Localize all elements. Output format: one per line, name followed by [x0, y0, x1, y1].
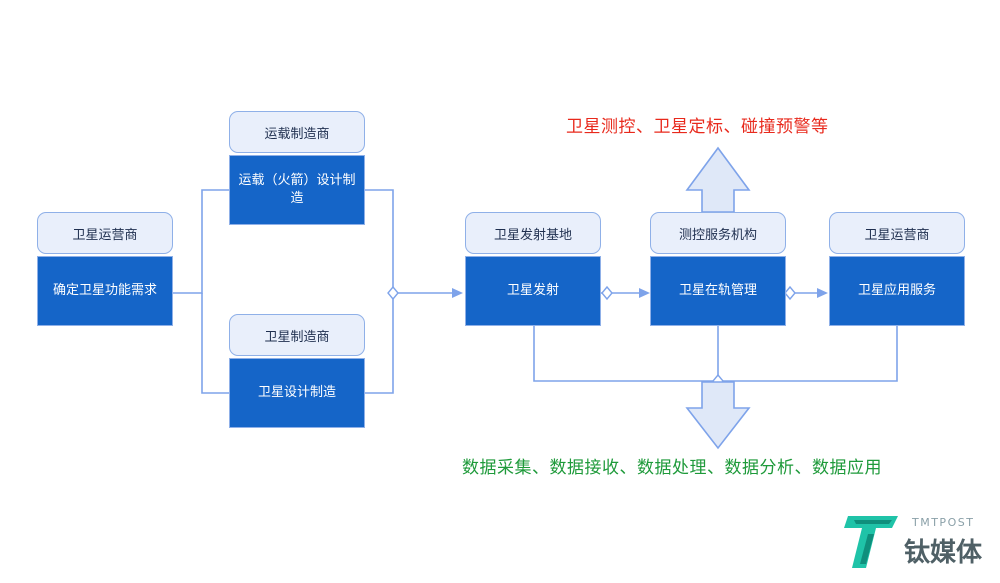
satellite-maker-card: 卫星制造商 卫星设计制造	[229, 314, 365, 428]
satellite-maker-title: 卫星制造商	[229, 314, 365, 356]
rocket-maker-title: 运载制造商	[229, 111, 365, 153]
ttc-card: 测控服务机构 卫星在轨管理	[650, 212, 786, 326]
rocket-maker-task: 运载（火箭）设计制造	[229, 155, 365, 225]
operator-left-card: 卫星运营商 确定卫星功能需求	[37, 212, 173, 326]
operator-left-task: 确定卫星功能需求	[37, 256, 173, 326]
operator-right-task: 卫星应用服务	[829, 256, 965, 326]
tmtpost-logo-mark	[844, 516, 898, 568]
rocket-maker-card: 运载制造商 运载（火箭）设计制造	[229, 111, 365, 225]
logo-chinese-text: 钛媒体	[904, 538, 983, 568]
logo-latin-text: TMTPOST	[912, 516, 975, 529]
ttc-title: 测控服务机构	[650, 212, 786, 254]
data-services-note: 数据采集、数据接收、数据处理、数据分析、数据应用	[462, 458, 882, 478]
tmtpost-logo: TMTPOST 钛媒体	[842, 510, 992, 574]
operator-right-card: 卫星运营商 卫星应用服务	[829, 212, 965, 326]
in-orbit-services-note: 卫星测控、卫星定标、碰撞预警等	[566, 117, 829, 137]
operator-left-title: 卫星运营商	[37, 212, 173, 254]
launch-base-card: 卫星发射基地 卫星发射	[465, 212, 601, 326]
launch-base-task: 卫星发射	[465, 256, 601, 326]
ttc-task: 卫星在轨管理	[650, 256, 786, 326]
merge-diamond	[387, 285, 399, 301]
operator-right-title: 卫星运营商	[829, 212, 965, 254]
satellite-maker-task: 卫星设计制造	[229, 358, 365, 428]
up-block-arrow	[685, 146, 751, 213]
down-block-arrow	[685, 381, 751, 450]
launch-base-title: 卫星发射基地	[465, 212, 601, 254]
